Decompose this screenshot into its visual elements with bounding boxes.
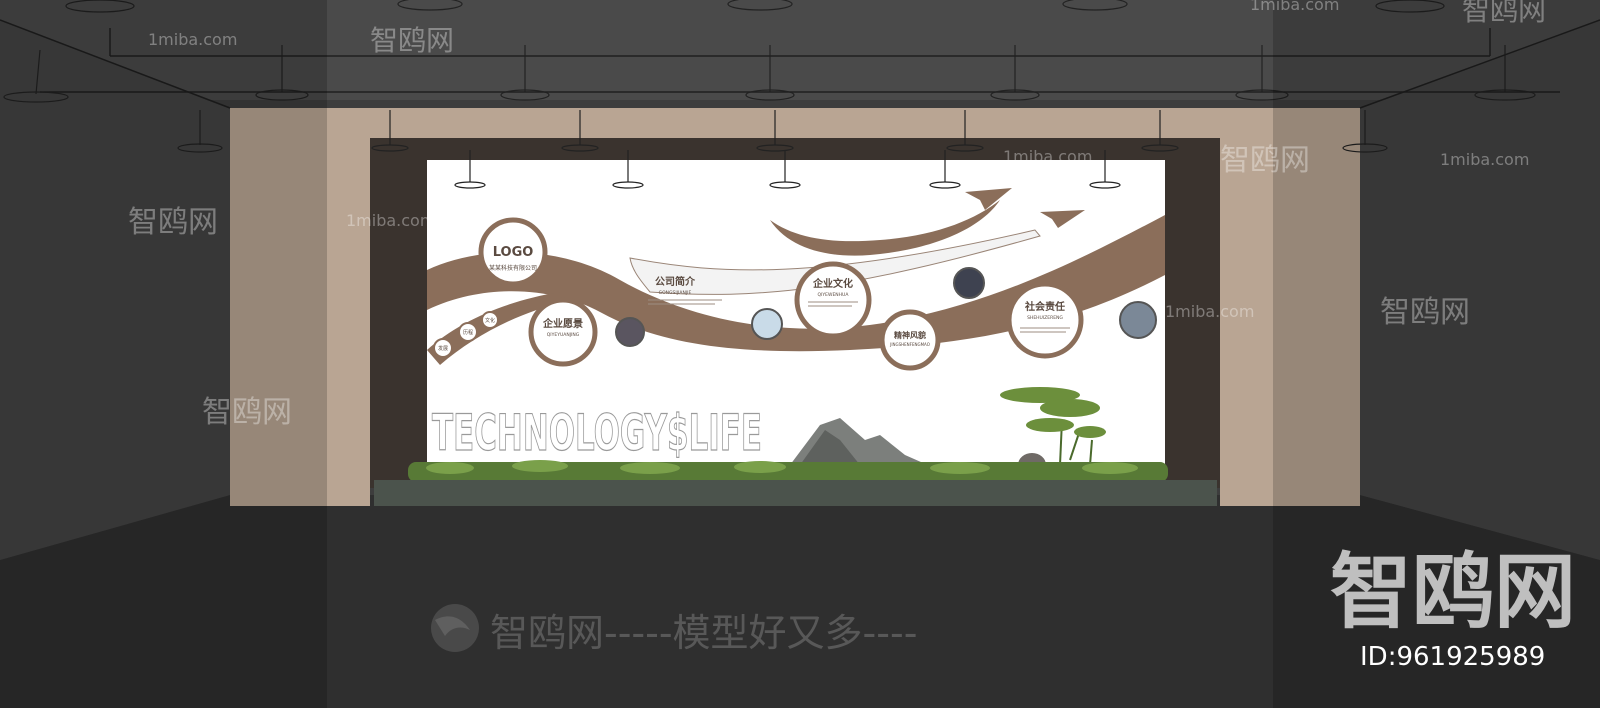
logo-title: LOGO (493, 245, 534, 260)
ceiling-lines (0, 19, 1600, 109)
spotlights (3, 0, 1536, 189)
bird-logo-icon (435, 616, 470, 636)
swoosh-white-ribbon (629, 229, 1041, 295)
swoosh-band-lower (427, 292, 565, 365)
photo-circle (751, 308, 783, 340)
left-pillar (230, 108, 370, 506)
footer-watermark-text: 智鸥网-----模型好又多---- (490, 611, 917, 655)
right-pillar (1220, 108, 1360, 506)
small-tag-label: 历程 (463, 329, 473, 336)
watermark-brand: 智鸥网 (128, 205, 218, 240)
paper-plane-icon (965, 188, 1012, 210)
shrub-highlights (426, 460, 1138, 474)
badge-vision (528, 297, 598, 367)
badge-vision-title: 企业愿景 (542, 317, 583, 330)
watermark-layer: 1miba.com 智鸥网 1miba.com 智鸥网 智鸥网 1miba.co… (128, 0, 1546, 430)
watermark-site: 1miba.com (148, 30, 237, 49)
watermark-brand: 智鸥网 (1380, 295, 1470, 330)
left-wall (0, 20, 230, 560)
watermark-site: 1miba.com (1250, 0, 1339, 14)
small-tag-circle (458, 322, 478, 342)
floor (0, 495, 1600, 708)
swoosh-band-main (427, 215, 1165, 352)
watermark-brand: 智鸥网 (1462, 0, 1546, 27)
badge-body-lines (648, 299, 1070, 333)
small-tag-circle (481, 311, 499, 329)
badge-culture-title: 企业文化 (812, 277, 853, 290)
watermark-band (1273, 0, 1600, 708)
bird-logo-icon (431, 604, 479, 652)
small-tag-circle (433, 338, 453, 358)
rock-hill-shadow (800, 430, 860, 465)
logo-subtitle: 某某科技有限公司 (489, 264, 537, 272)
planter-base (374, 480, 1217, 506)
watermark-site: 1miba.com (1003, 147, 1092, 166)
photo-circle (953, 267, 985, 299)
slogan: TECHNOLOGY$LIFE (432, 404, 762, 462)
photo-circle (615, 317, 645, 347)
badge-spirit-pinyin: JINGSHENFENGMAO (889, 342, 930, 347)
tree-foliage (1000, 387, 1106, 438)
photo-circle (1119, 301, 1157, 339)
swoosh-arc-top (770, 200, 1000, 256)
badge-intro-title: 公司简介 (655, 275, 696, 288)
badge-responsibility (1006, 281, 1084, 359)
paper-plane-icon (1040, 210, 1085, 228)
badge-culture-pinyin: QIYEWENHUA (818, 292, 850, 298)
logo-badge (478, 217, 548, 287)
watermark-site: 1miba.com (1165, 302, 1254, 321)
watermark-brand: 智鸥网 (202, 395, 292, 430)
watermark-band (0, 0, 327, 708)
badge-spirit-title: 精神风貌 (894, 330, 926, 340)
top-beam (370, 108, 1220, 138)
right-wall (1360, 20, 1600, 560)
small-tag-label: 发展 (438, 345, 448, 352)
watermark-brand: 智鸥网 (370, 24, 454, 57)
watermark-site: 1miba.com (346, 211, 435, 230)
big-brand-watermark: 智鸥网 (1330, 545, 1576, 640)
id-label: ID:961925989 (1360, 642, 1545, 672)
badge-culture (794, 261, 872, 339)
watermark-brand: 智鸥网 (1220, 143, 1310, 178)
watermark-site: 1miba.com (1440, 150, 1529, 169)
badge-responsibility-pinyin: SHEHUIZERENG (1027, 315, 1063, 321)
badge-responsibility-title: 社会责任 (1024, 300, 1065, 313)
badge-spirit (879, 309, 941, 371)
badge-vision-pinyin: QIYEYUANJING (547, 332, 580, 338)
small-tag-label: 文化 (485, 317, 495, 324)
footer-watermark: 智鸥网-----模型好又多---- (431, 604, 917, 655)
badge-intro-pinyin: GONGSIJIANJIE (659, 290, 692, 296)
